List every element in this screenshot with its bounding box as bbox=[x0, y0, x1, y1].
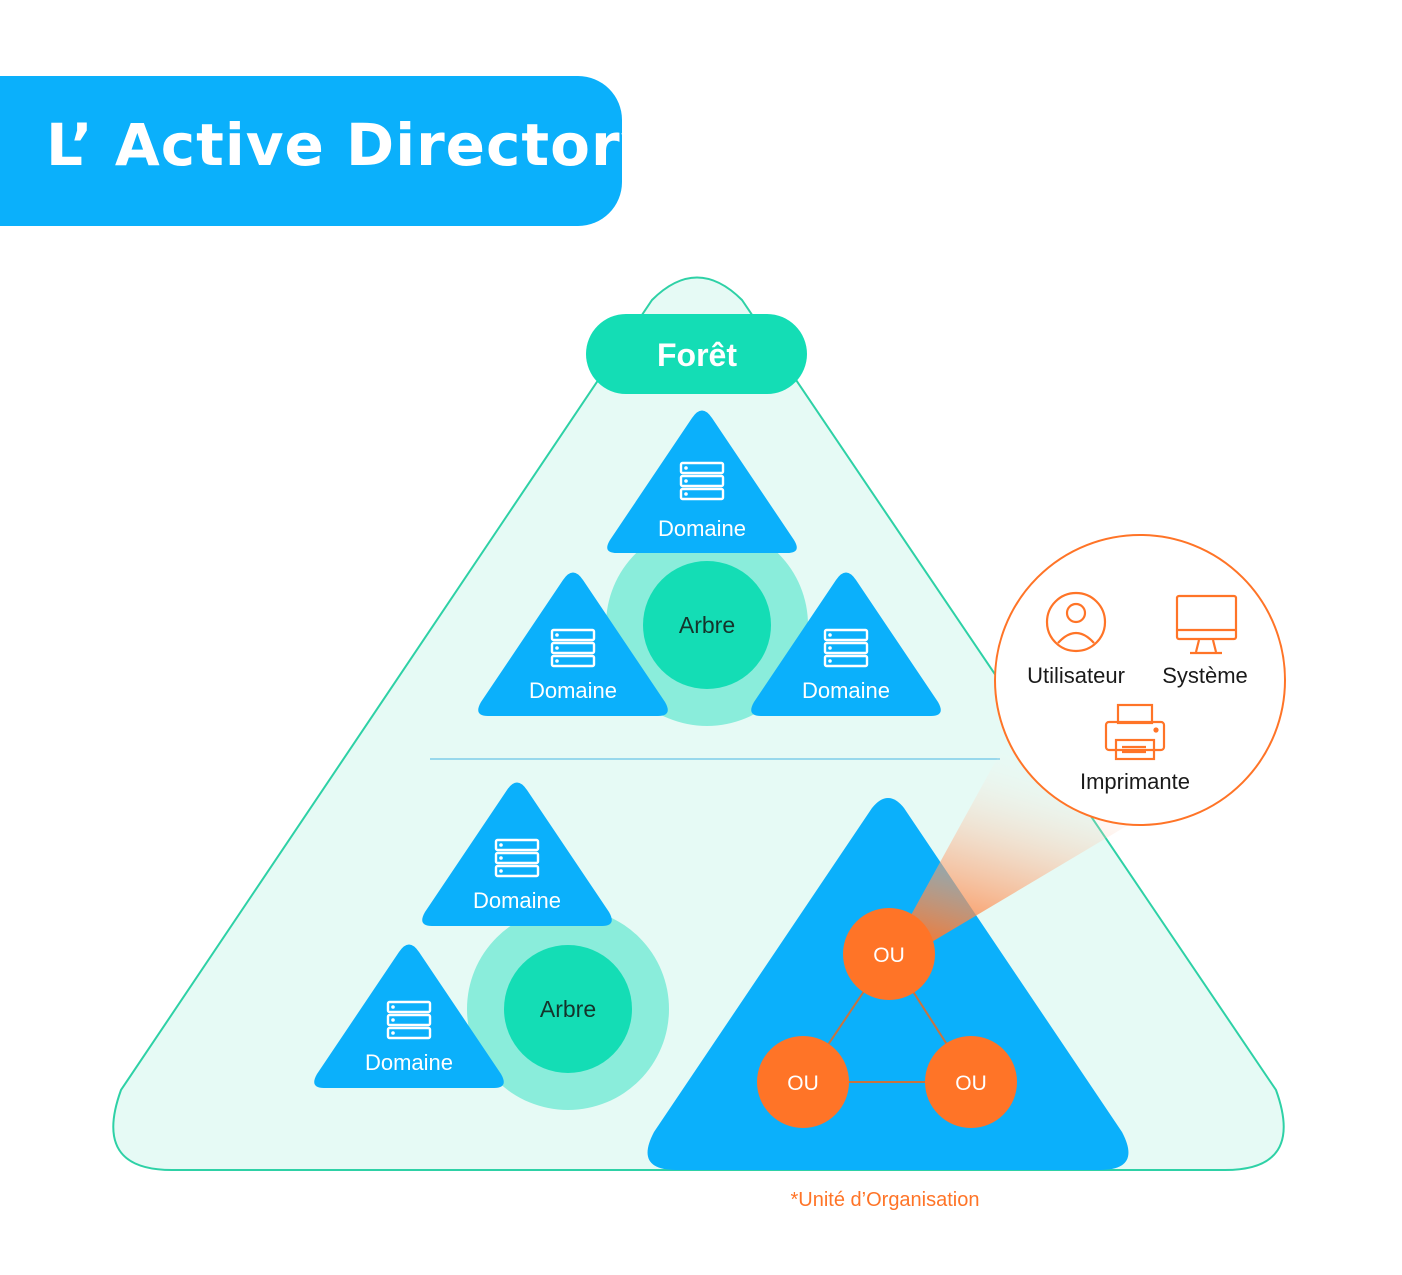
domain-label: Domaine bbox=[529, 678, 617, 703]
title-banner bbox=[0, 76, 622, 226]
printer-icon bbox=[1104, 703, 1166, 761]
ou-label: OU bbox=[873, 944, 905, 967]
domain-triangle: Domaine bbox=[422, 782, 612, 926]
tree-label-bottom: Arbre bbox=[540, 996, 596, 1022]
forest-pill bbox=[586, 314, 807, 394]
tree-label-top: Arbre bbox=[679, 612, 735, 638]
ou-node: OU bbox=[757, 1036, 849, 1128]
domain-triangle: Domaine bbox=[314, 944, 504, 1088]
domain-label: Domaine bbox=[473, 888, 561, 913]
domain-label: Domaine bbox=[658, 516, 746, 541]
tree-circle-top bbox=[643, 561, 771, 689]
domain-label: Domaine bbox=[365, 1050, 453, 1075]
tree-circle-bottom bbox=[504, 945, 632, 1073]
user-label: Utilisateur bbox=[1027, 663, 1125, 688]
ou-zoom-circle bbox=[994, 534, 1286, 826]
system-label: Système bbox=[1162, 663, 1248, 688]
user-icon bbox=[1045, 591, 1107, 653]
page-title: L’ Active Directory bbox=[46, 111, 660, 179]
domain-triangle: Domaine bbox=[607, 410, 797, 553]
domain-triangle: Domaine bbox=[751, 572, 941, 716]
domain-triangle: Domaine bbox=[478, 572, 668, 716]
ou-label: OU bbox=[787, 1072, 819, 1095]
printer-label: Imprimante bbox=[1080, 769, 1190, 794]
ou-node: OU bbox=[843, 908, 935, 1000]
ou-label: OU bbox=[955, 1072, 987, 1095]
domain-label: Domaine bbox=[802, 678, 890, 703]
monitor-icon bbox=[1175, 594, 1238, 655]
ou-node: OU bbox=[925, 1036, 1017, 1128]
footnote: *Unité d’Organisation bbox=[791, 1189, 980, 1211]
forest-label: Forêt bbox=[657, 337, 737, 373]
